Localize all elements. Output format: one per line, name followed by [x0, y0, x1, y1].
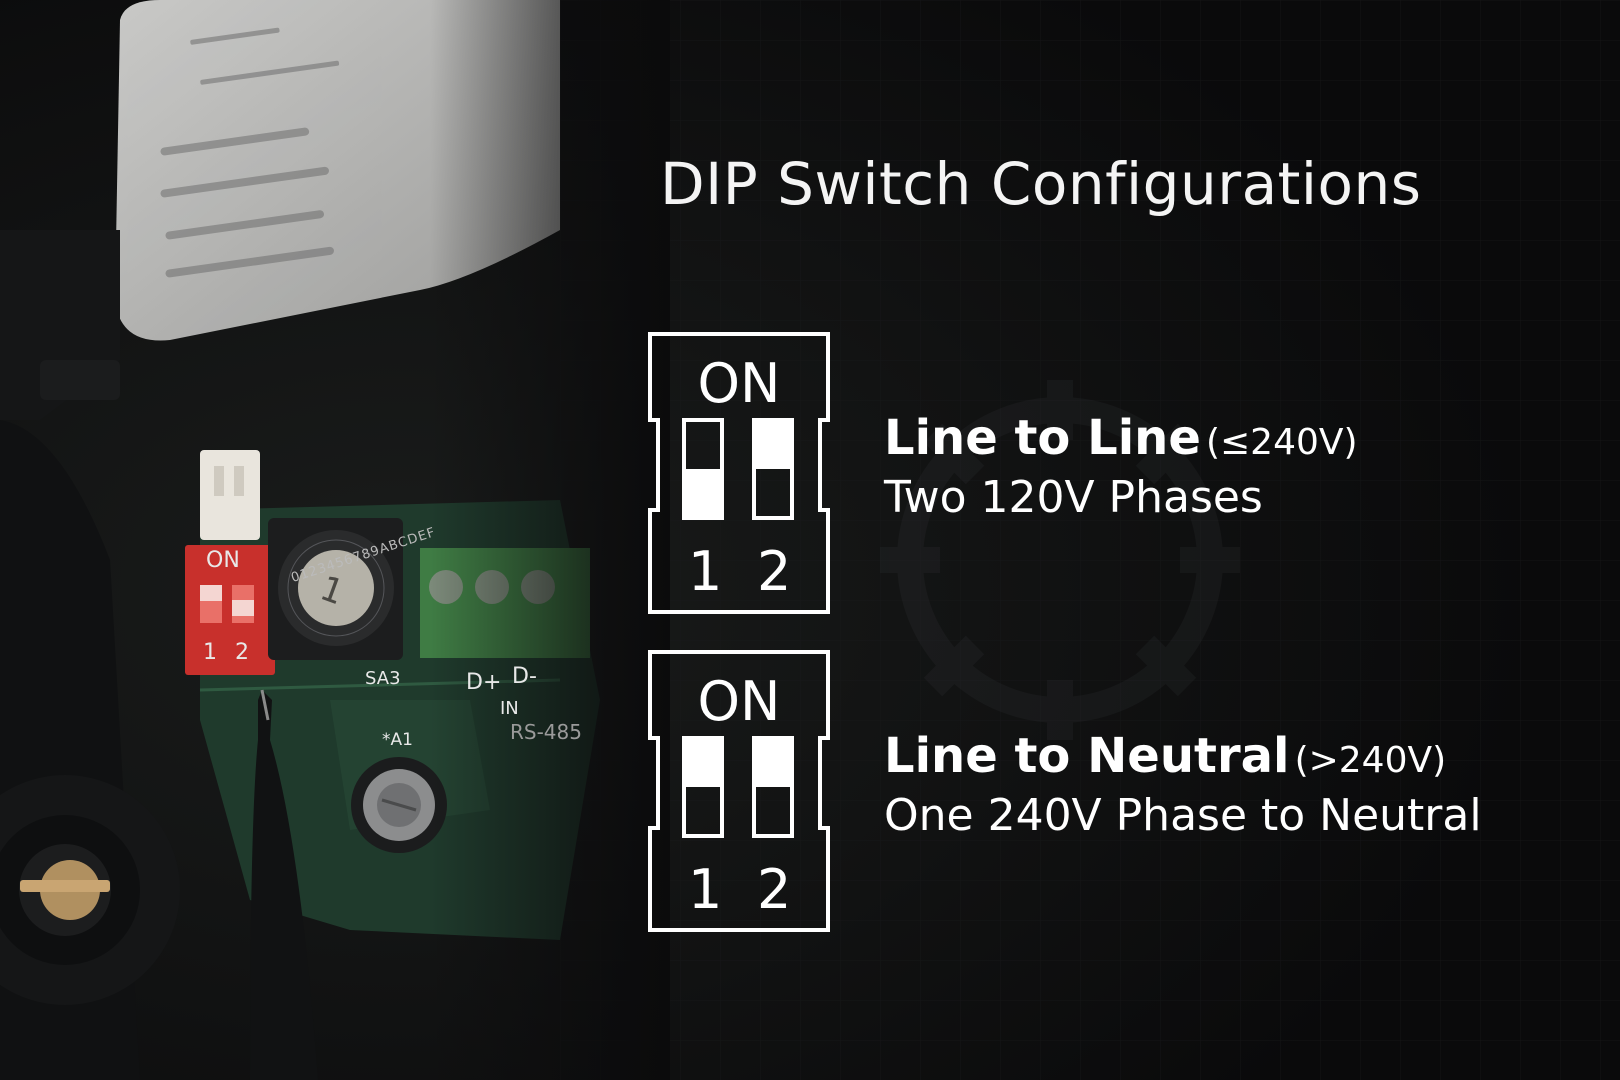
config-heading: Line to Line — [884, 410, 1201, 466]
switch-2-knob — [754, 420, 792, 469]
photo-bus-label-dplus: D+ — [466, 670, 502, 695]
config-subtitle: One 240V Phase to Neutral — [884, 790, 1482, 841]
dip-switch-outline-icon — [648, 650, 830, 932]
photo-bus-label-in: IN — [500, 698, 519, 719]
dip-on-label: ON — [697, 352, 781, 415]
switch-1-knob — [684, 738, 722, 787]
config-heading: Line to Neutral — [884, 728, 1290, 784]
photo-terminal-label: *A1 — [382, 730, 413, 750]
config-voltage-note: (≤240V) — [1205, 422, 1358, 463]
config-description-line-to-line: Line to Line (≤240V) Two 120V Phases — [884, 410, 1358, 523]
photo-rotary-label: SA3 — [365, 668, 401, 689]
photo-dip-number-2: 2 — [235, 640, 249, 665]
page-title: DIP Switch Configurations — [660, 150, 1422, 218]
dip-number-2: 2 — [757, 858, 792, 921]
photo-dip-on-label: ON — [206, 548, 240, 573]
dip-number-1: 1 — [688, 858, 723, 921]
dip-switch-diagram-line-to-line: ON 1 2 — [648, 332, 830, 614]
config-description-line-to-neutral: Line to Neutral (>240V) One 240V Phase t… — [884, 728, 1482, 841]
photo-bus-label-dminus: D- — [512, 664, 537, 689]
switch-1-knob — [684, 469, 722, 518]
dip-number-2: 2 — [757, 540, 792, 603]
config-subtitle: Two 120V Phases — [884, 472, 1263, 523]
photo-bus-label-rs485: RS-485 — [510, 720, 582, 744]
photo-dip-number-1: 1 — [203, 640, 217, 665]
dip-number-1: 1 — [688, 540, 723, 603]
gear-watermark-icon — [880, 380, 1240, 740]
dip-switch-diagram-line-to-neutral: ON 1 2 — [648, 650, 830, 932]
config-voltage-note: (>240V) — [1294, 740, 1447, 781]
dip-switch-outline-icon — [648, 332, 830, 614]
switch-2-knob — [754, 738, 792, 787]
dip-on-label: ON — [697, 670, 781, 733]
